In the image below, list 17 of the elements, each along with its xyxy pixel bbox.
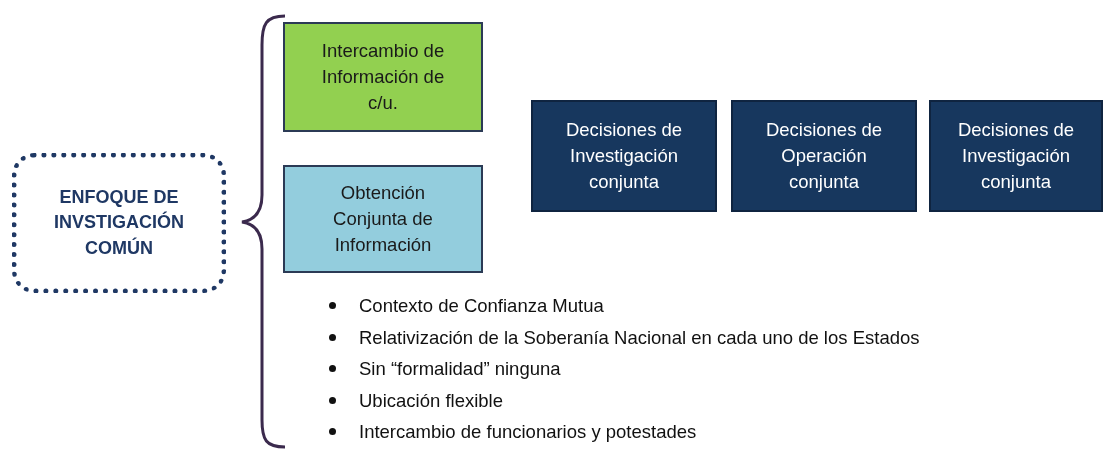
bullet-item: Intercambio de funcionarios y potestades [359,421,697,442]
bullet-item: Ubicación flexible [359,389,503,411]
node-text: Decisiones de Investigación conjunta [956,118,1076,194]
decision-box [531,100,717,212]
bullet-item: Contexto de Confianza Mutua [359,295,604,316]
node-text: Intercambio de Información de c/u. [320,39,446,115]
bullet-item: Sin “formalidad” ninguna [359,358,561,379]
node-text: Obtención Conjunta de Información [332,181,434,257]
bullet-item: Relativización de la Soberanía Nacional en cada uno de los Estados [359,326,920,348]
decision-box [731,100,917,212]
node-text: ENFOQUE DE INVSTIGACIÓN COMÚN [53,186,185,260]
process-box [283,165,483,273]
process-box [283,22,483,132]
node-text: Decisiones de Operación conjunta [764,118,884,194]
decision-box [929,100,1103,212]
dotted-rounded-box [12,153,226,293]
node-text: Decisiones de Investigación conjunta [564,118,684,194]
